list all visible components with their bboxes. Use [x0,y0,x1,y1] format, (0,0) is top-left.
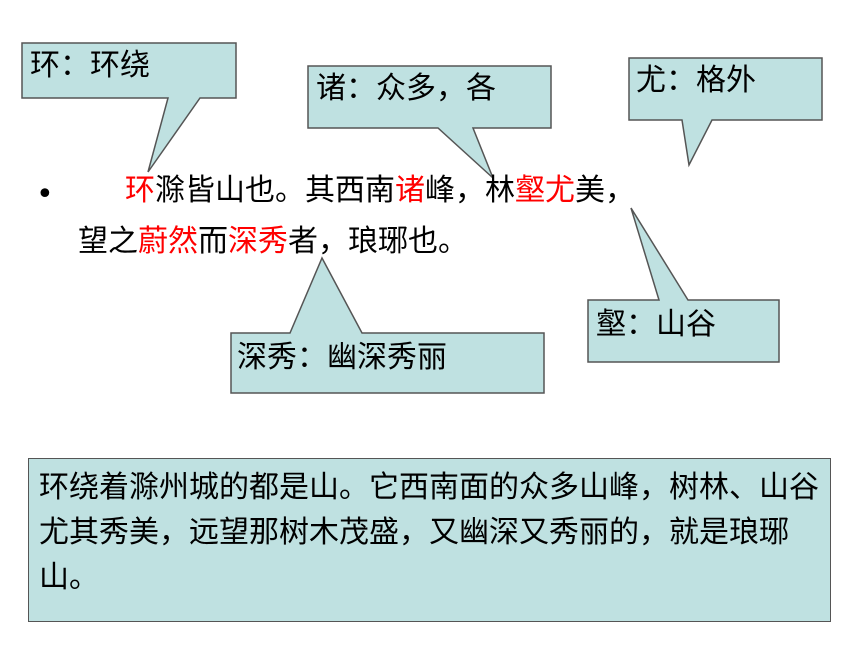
callout-he-text: 壑：山谷 [596,307,716,342]
callout-huan-shape [21,42,237,173]
translation-box: 环绕着滁州城的都是山。它西南面的众多山峰，树林、山谷尤其秀美，远望那树木茂盛，又… [28,458,831,622]
callout-huan-text: 环：环绕 [30,48,150,83]
passage-segment: 美， [575,173,635,208]
highlighted-term: 蔚然 [138,224,198,259]
passage-segment: 峰，林 [425,173,515,208]
passage-segment: 而 [198,224,228,259]
callout-shenxiu-text: 深秀：幽深秀丽 [237,340,447,375]
passage-segment: 滁皆山也。其西南 [155,173,395,208]
bullet-point: • [36,177,54,212]
passage-segment: 望之 [78,224,138,259]
callout-he-shape [587,207,780,363]
callout-zhu-text: 诸：众多，各 [316,71,496,106]
highlighted-term: 诸 [395,173,425,208]
callout-you-text: 尤：格外 [636,63,756,98]
passage-segment: 者，琅琊也。 [288,224,468,259]
highlighted-term: 深秀 [228,224,288,259]
translation-text: 环绕着滁州城的都是山。它西南面的众多山峰，树林、山谷尤其秀美，远望那树木茂盛，又… [39,470,819,595]
highlighted-term: 壑尤 [515,173,575,208]
highlighted-term: 环 [125,173,155,208]
callout-shenxiu-shape [230,256,545,394]
passage-line-2: 望之蔚然而深秀者，琅琊也。 [78,216,468,268]
passage-line-1: 环滁皆山也。其西南诸峰，林壑尤美， [125,165,635,217]
callout-zhu-shape [307,65,552,179]
callout-you-shape [628,57,823,168]
